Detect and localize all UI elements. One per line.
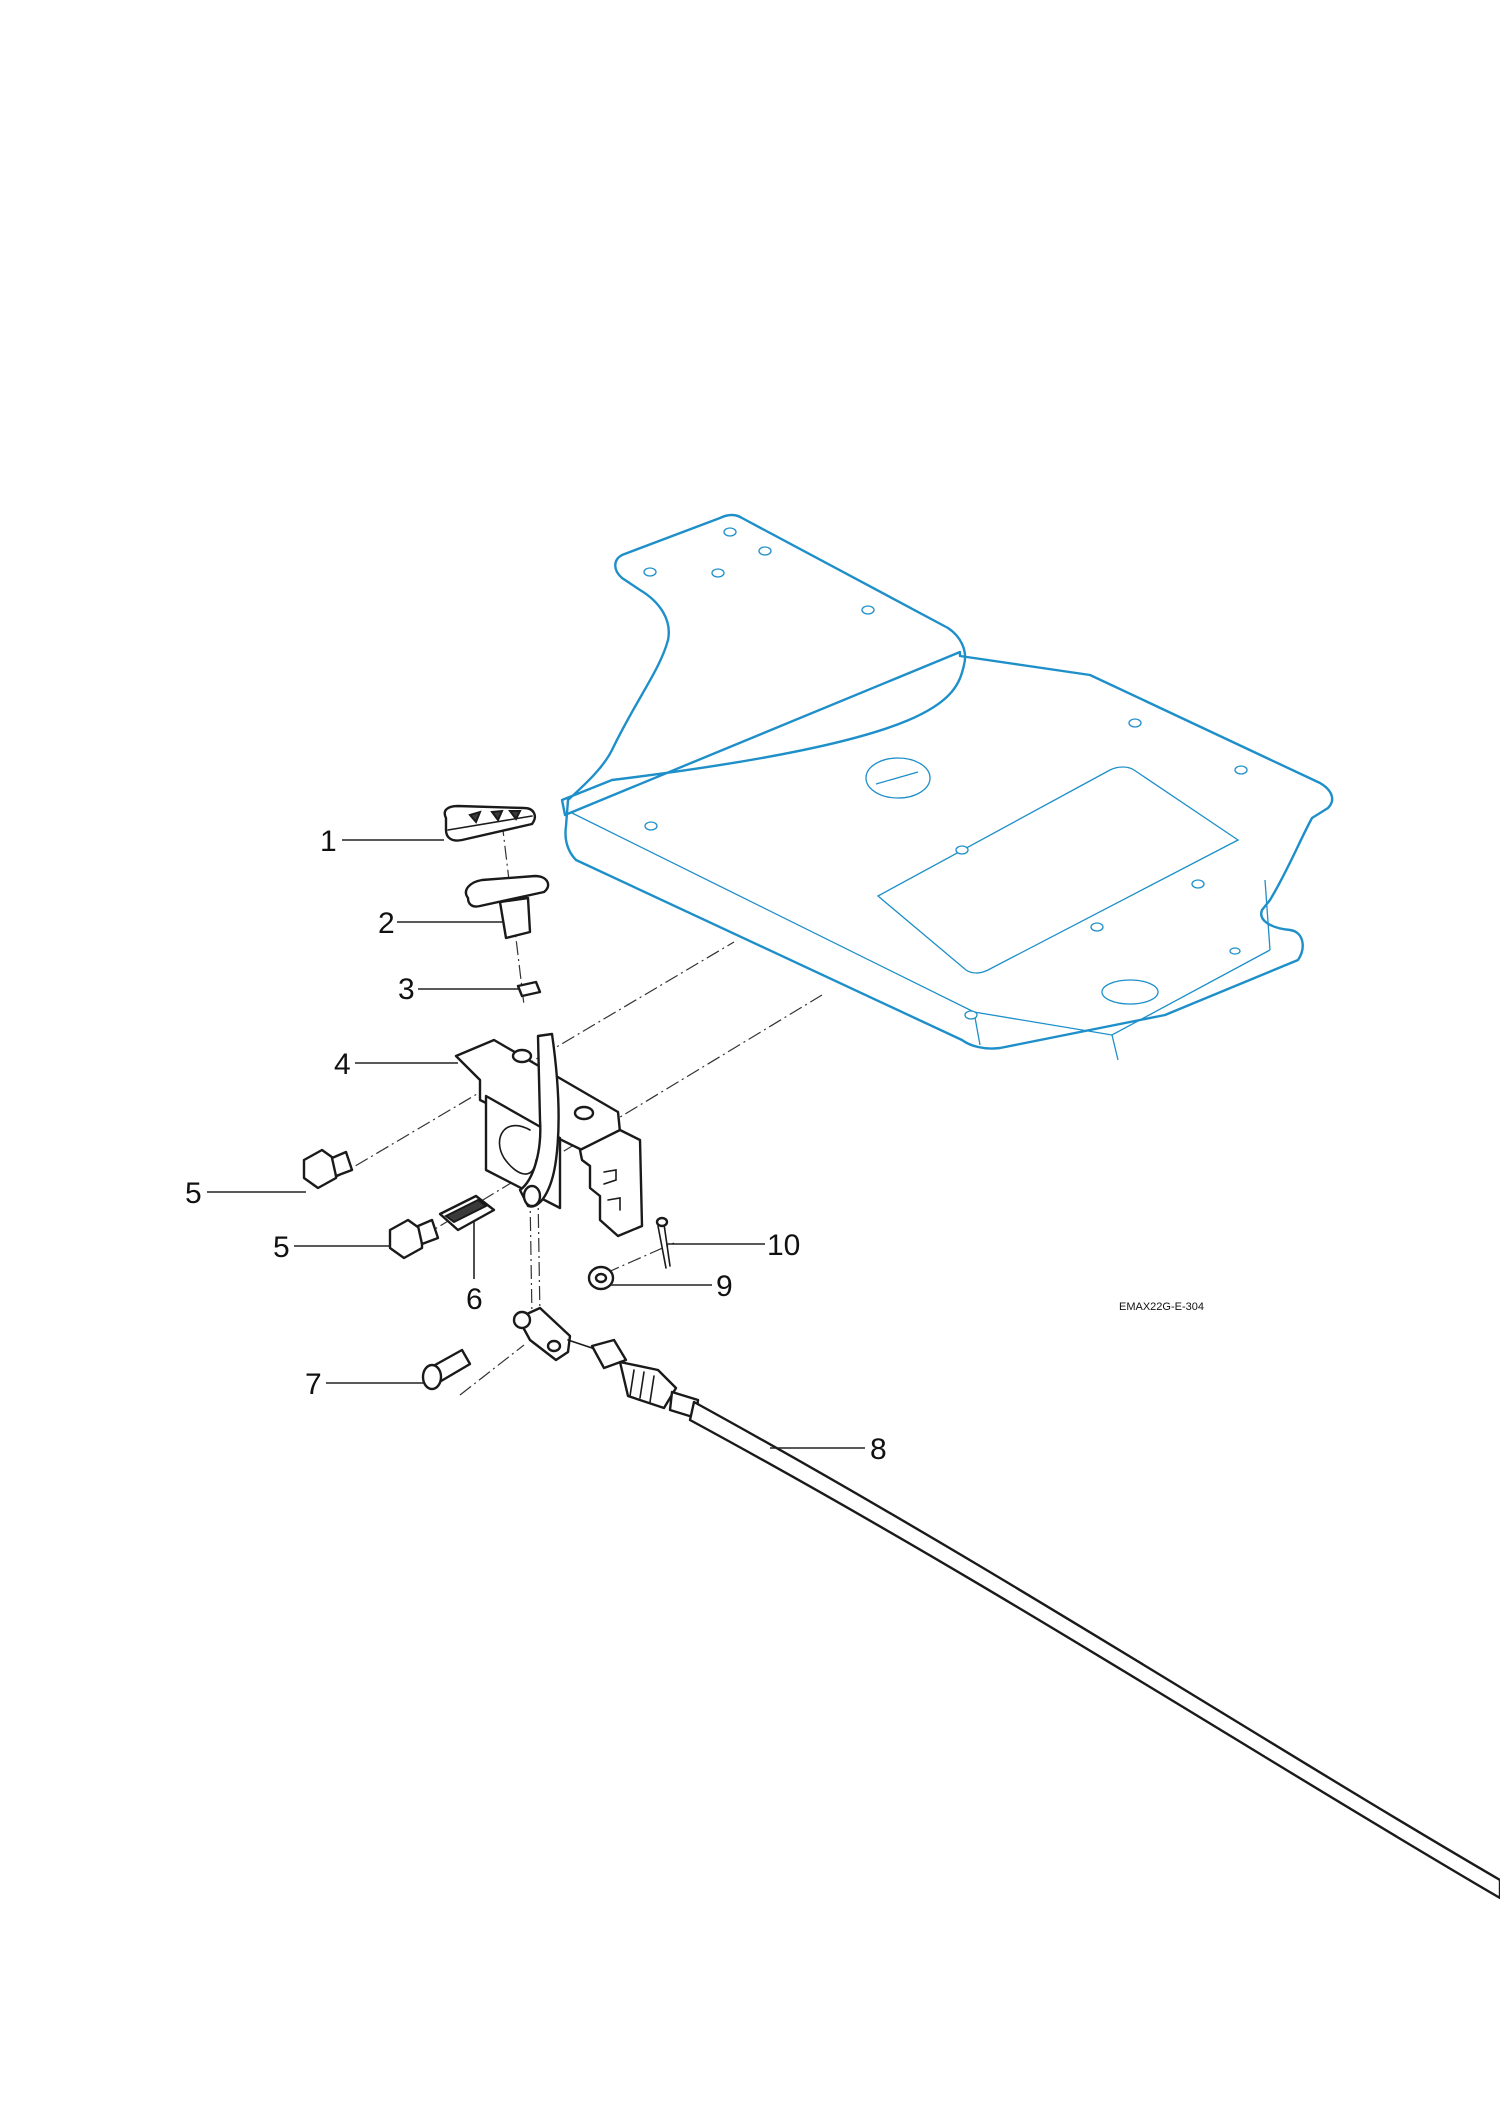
part-6-clip	[438, 1194, 496, 1232]
callout-3: 3	[398, 973, 415, 1006]
frame-bolt-hole	[644, 821, 658, 831]
part-4-bracket	[454, 1032, 644, 1238]
part-8-cable	[512, 1306, 1500, 1900]
frame-hole-detail	[875, 771, 919, 785]
callout-9: 9	[716, 1270, 733, 1303]
callout-10: 10	[767, 1229, 800, 1262]
callout-7: 7	[305, 1368, 322, 1401]
part-5-bolt-a	[302, 1148, 354, 1190]
frame-plate-outline	[560, 513, 1334, 1050]
part-1-grip	[443, 804, 536, 842]
center-line	[501, 821, 525, 1006]
part-2-knob	[464, 874, 550, 940]
frame-top-edge	[569, 811, 1271, 1036]
drawing-code: EMAX22G-E-304	[1119, 1301, 1204, 1313]
part-9-washer	[587, 1265, 615, 1291]
part-3-block	[516, 980, 542, 998]
frame-plate	[560, 513, 1334, 1061]
frame-bolt-hole	[1234, 765, 1248, 775]
callout-5b: 5	[273, 1231, 290, 1264]
callout-6: 6	[466, 1283, 483, 1316]
frame-bolt-hole	[861, 605, 875, 615]
callouts: 1 2 3 4 5 5 6 7 8 9 10	[185, 825, 887, 1466]
callout-8: 8	[870, 1433, 887, 1466]
frame-bolt-hole	[1128, 718, 1142, 728]
center-line	[334, 941, 735, 1179]
part-7-pin	[421, 1348, 472, 1391]
callout-2: 2	[378, 907, 395, 940]
callout-1: 1	[320, 825, 337, 858]
frame-bolt-hole	[1090, 922, 1104, 932]
callout-4: 4	[334, 1048, 351, 1081]
leader-lines	[207, 839, 865, 1449]
part-5-bolt-b	[388, 1218, 440, 1260]
center-line	[419, 994, 823, 1239]
part-10-cotter-pin	[655, 1216, 671, 1269]
frame-bolt-hole	[964, 1010, 978, 1020]
frame-panel	[876, 766, 1240, 974]
callout-5a: 5	[185, 1177, 202, 1210]
frame-bolt-hole	[723, 527, 737, 537]
frame-bolt-hole	[1191, 879, 1205, 889]
frame-bolt-hole	[643, 567, 657, 577]
frame-bolt-hole	[1229, 947, 1241, 955]
frame-bolt-hole	[758, 546, 772, 556]
center-line	[459, 1344, 525, 1396]
frame-bolt-hole	[711, 568, 725, 578]
frame-bolt-hole	[955, 845, 969, 855]
frame-front-hole	[1101, 979, 1159, 1005]
